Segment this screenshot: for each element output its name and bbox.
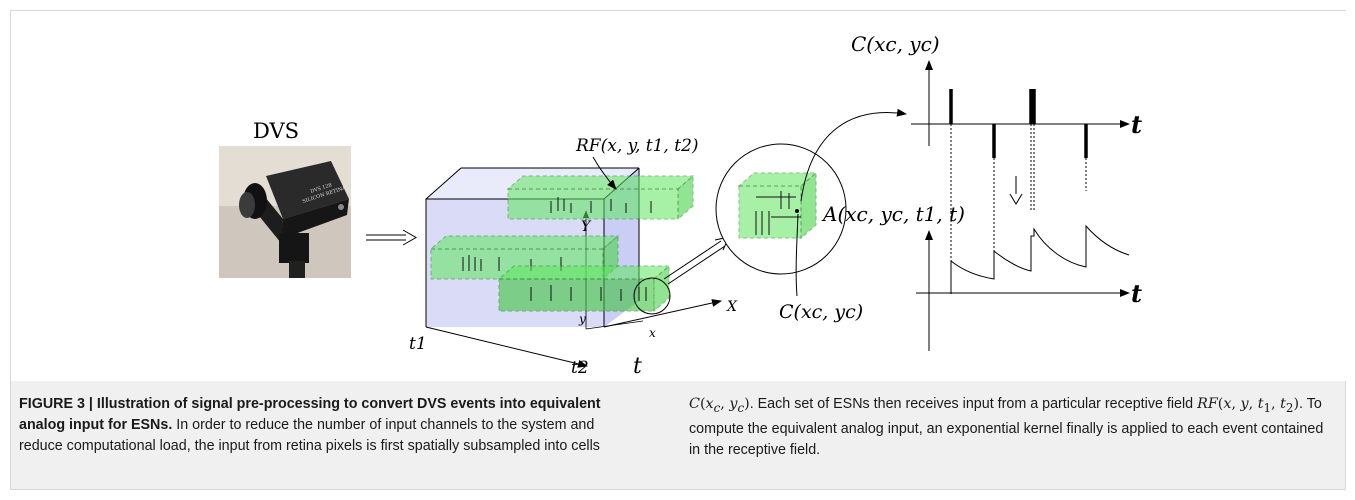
t1-label: t1 xyxy=(409,334,427,354)
caption-left-column: FIGURE 3 | Illustration of signal pre-pr… xyxy=(19,394,634,457)
axis-y-label: Y xyxy=(581,219,592,235)
figure-panel: DVS DVS 128 SILICON RETINA xyxy=(10,10,1347,490)
axis-x-label: X xyxy=(726,299,738,315)
a-label: A(xc, yc, t1, t) xyxy=(821,202,965,226)
figure-image: DVS DVS 128 SILICON RETINA xyxy=(11,11,1347,381)
analog-output-plot: A(xc, yc, t1, t) t xyxy=(821,202,1142,351)
t-top-label: t xyxy=(1131,110,1142,139)
c-mid-label: C(xc, yc) xyxy=(779,301,863,323)
zoom-arrow xyxy=(663,236,730,285)
caption-text-c: . To compute the equivalent analog input… xyxy=(689,396,1324,458)
c-top-label: C(xc, yc) xyxy=(851,32,940,56)
caption-text-b: . Each set of ESNs then receives input f… xyxy=(749,396,1198,412)
caption-title: FIGURE 3 | Illustration of signal pre-pr… xyxy=(19,396,601,433)
cell-symbol: C xyxy=(689,396,700,412)
camera-to-cube-arrow xyxy=(366,229,418,246)
large-magnifier-circle xyxy=(715,143,847,275)
caption-right-column: C(xc, yc). Each set of ESNs then receive… xyxy=(689,396,1324,458)
caption-text-a: In order to reduce the number of input c… xyxy=(19,417,600,454)
dvs-label: DVS xyxy=(253,119,299,143)
small-magnifier-circle xyxy=(633,277,671,315)
t-cube-label: t xyxy=(633,354,642,379)
figure-diagram: DVS DVS 128 SILICON RETINA xyxy=(219,32,1142,379)
dvs-camera-photo: DVS 128 SILICON RETINA xyxy=(219,146,351,278)
rf-box-top xyxy=(506,174,695,221)
t2-label: t2 xyxy=(571,358,589,378)
t-bottom-label: t xyxy=(1131,279,1142,308)
rf-symbol: RF xyxy=(1197,396,1218,412)
x-label: x xyxy=(649,326,656,340)
rf-label: RF(x, y, t1, t2) xyxy=(575,136,699,156)
rf-box-bottom xyxy=(497,264,671,313)
y-label: y xyxy=(578,312,586,326)
spike-train-plot: C(xc, yc) t xyxy=(851,32,1142,296)
